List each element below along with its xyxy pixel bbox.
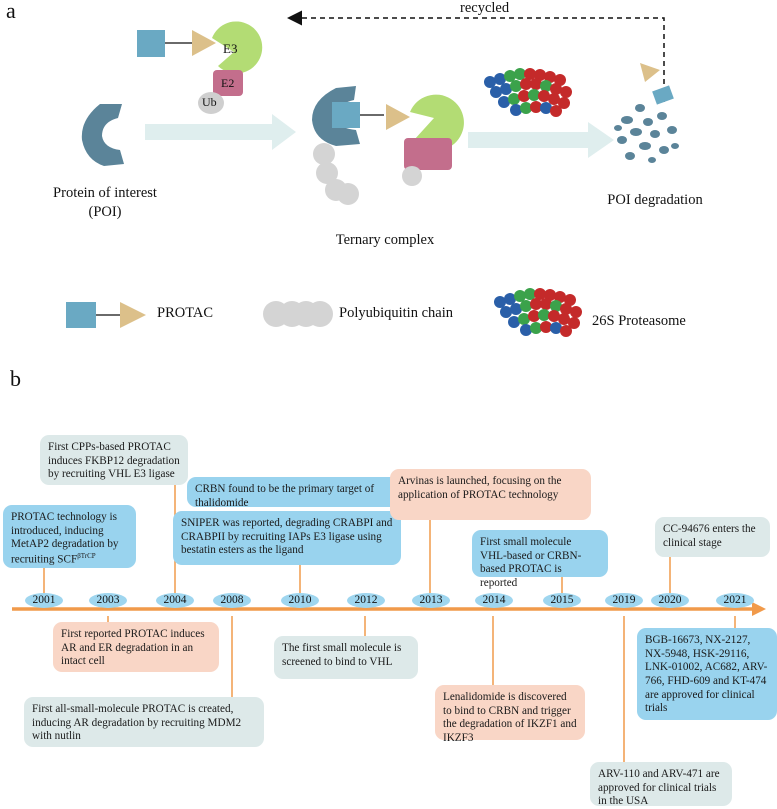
year-2013: 2013 bbox=[412, 593, 450, 608]
poi-label: Protein of interest (POI) bbox=[40, 184, 170, 222]
poi-label-line2: (POI) bbox=[88, 203, 122, 220]
poi-shape bbox=[81, 104, 124, 166]
event-2010b: SNIPER was reported, degrading CRABPI an… bbox=[173, 511, 401, 565]
ternary-complex-label: Ternary complex bbox=[335, 232, 435, 248]
event-2001-text: PROTAC technology is introduced, inducin… bbox=[11, 511, 119, 566]
arrow-2 bbox=[468, 122, 614, 158]
event-2021: BGB-16673, NX-2127, NX-5948, HSK-29116, … bbox=[637, 628, 777, 720]
year-2014: 2014 bbox=[475, 593, 513, 608]
panel-a-letter: a bbox=[6, 0, 16, 23]
ub-label: Ub bbox=[202, 95, 217, 109]
poi-degradation-label: POI degradation bbox=[607, 192, 703, 208]
e2-enzyme bbox=[213, 70, 243, 96]
legend-polyub-label: Polyubiquitin chain bbox=[339, 305, 453, 321]
event-2003: First reported PROTAC induces AR and ER … bbox=[53, 622, 219, 672]
event-2015: First small molecule VHL-based or CRBN-b… bbox=[472, 530, 608, 589]
panel-b-letter: b bbox=[10, 366, 21, 391]
legend-proteasome-icon bbox=[494, 288, 582, 337]
year-2019: 2019 bbox=[605, 593, 643, 608]
event-2001: PROTAC technology is introduced, inducin… bbox=[3, 505, 136, 568]
legend-protac-square bbox=[66, 302, 96, 328]
event-2010a: CRBN found to be the primary target of t… bbox=[187, 477, 399, 509]
legend-proteasome-label: 26S Proteasome bbox=[592, 313, 686, 329]
poi-fragments bbox=[614, 63, 679, 163]
legend-polyub-chain bbox=[263, 301, 333, 327]
year-2012: 2012 bbox=[347, 593, 385, 608]
event-2004: First CPPs-based PROTAC induces FKBP12 d… bbox=[40, 435, 188, 485]
event-2014: Lenalidomide is discovered to bind to CR… bbox=[435, 685, 585, 744]
event-2008: First all-small-molecule PROTAC is creat… bbox=[24, 697, 264, 747]
arrow-1 bbox=[145, 114, 296, 150]
event-2019: ARV-110 and ARV-471 are approved for cli… bbox=[590, 762, 732, 807]
legend-protac-label: PROTAC bbox=[157, 305, 214, 321]
year-2015: 2015 bbox=[543, 593, 581, 608]
recycled-label: recycled bbox=[460, 0, 510, 16]
year-2020: 2020 bbox=[651, 593, 689, 608]
protac-triangle-top bbox=[192, 30, 216, 56]
poi-label-line1: Protein of interest bbox=[53, 185, 157, 201]
e3-ligase bbox=[212, 21, 263, 74]
e2-label: E2 bbox=[221, 76, 235, 90]
proteasome-icon bbox=[484, 68, 572, 117]
recycled-arrow bbox=[287, 10, 665, 102]
event-2001-sup: βTrCP bbox=[77, 551, 96, 560]
protac-square-top bbox=[137, 30, 165, 57]
year-2008: 2008 bbox=[213, 593, 251, 608]
event-2012: The first small molecule is screened to … bbox=[274, 636, 418, 679]
year-2001: 2001 bbox=[25, 593, 63, 608]
event-2020: CC-94676 enters the clinical stage bbox=[655, 517, 770, 557]
year-2021: 2021 bbox=[716, 593, 754, 608]
year-2004: 2004 bbox=[156, 593, 194, 608]
e3-label: E3 bbox=[223, 41, 238, 56]
ub-bead bbox=[198, 92, 224, 114]
year-2003: 2003 bbox=[89, 593, 127, 608]
event-2013: Arvinas is launched, focusing on the app… bbox=[390, 469, 591, 520]
year-2010: 2010 bbox=[281, 593, 319, 608]
